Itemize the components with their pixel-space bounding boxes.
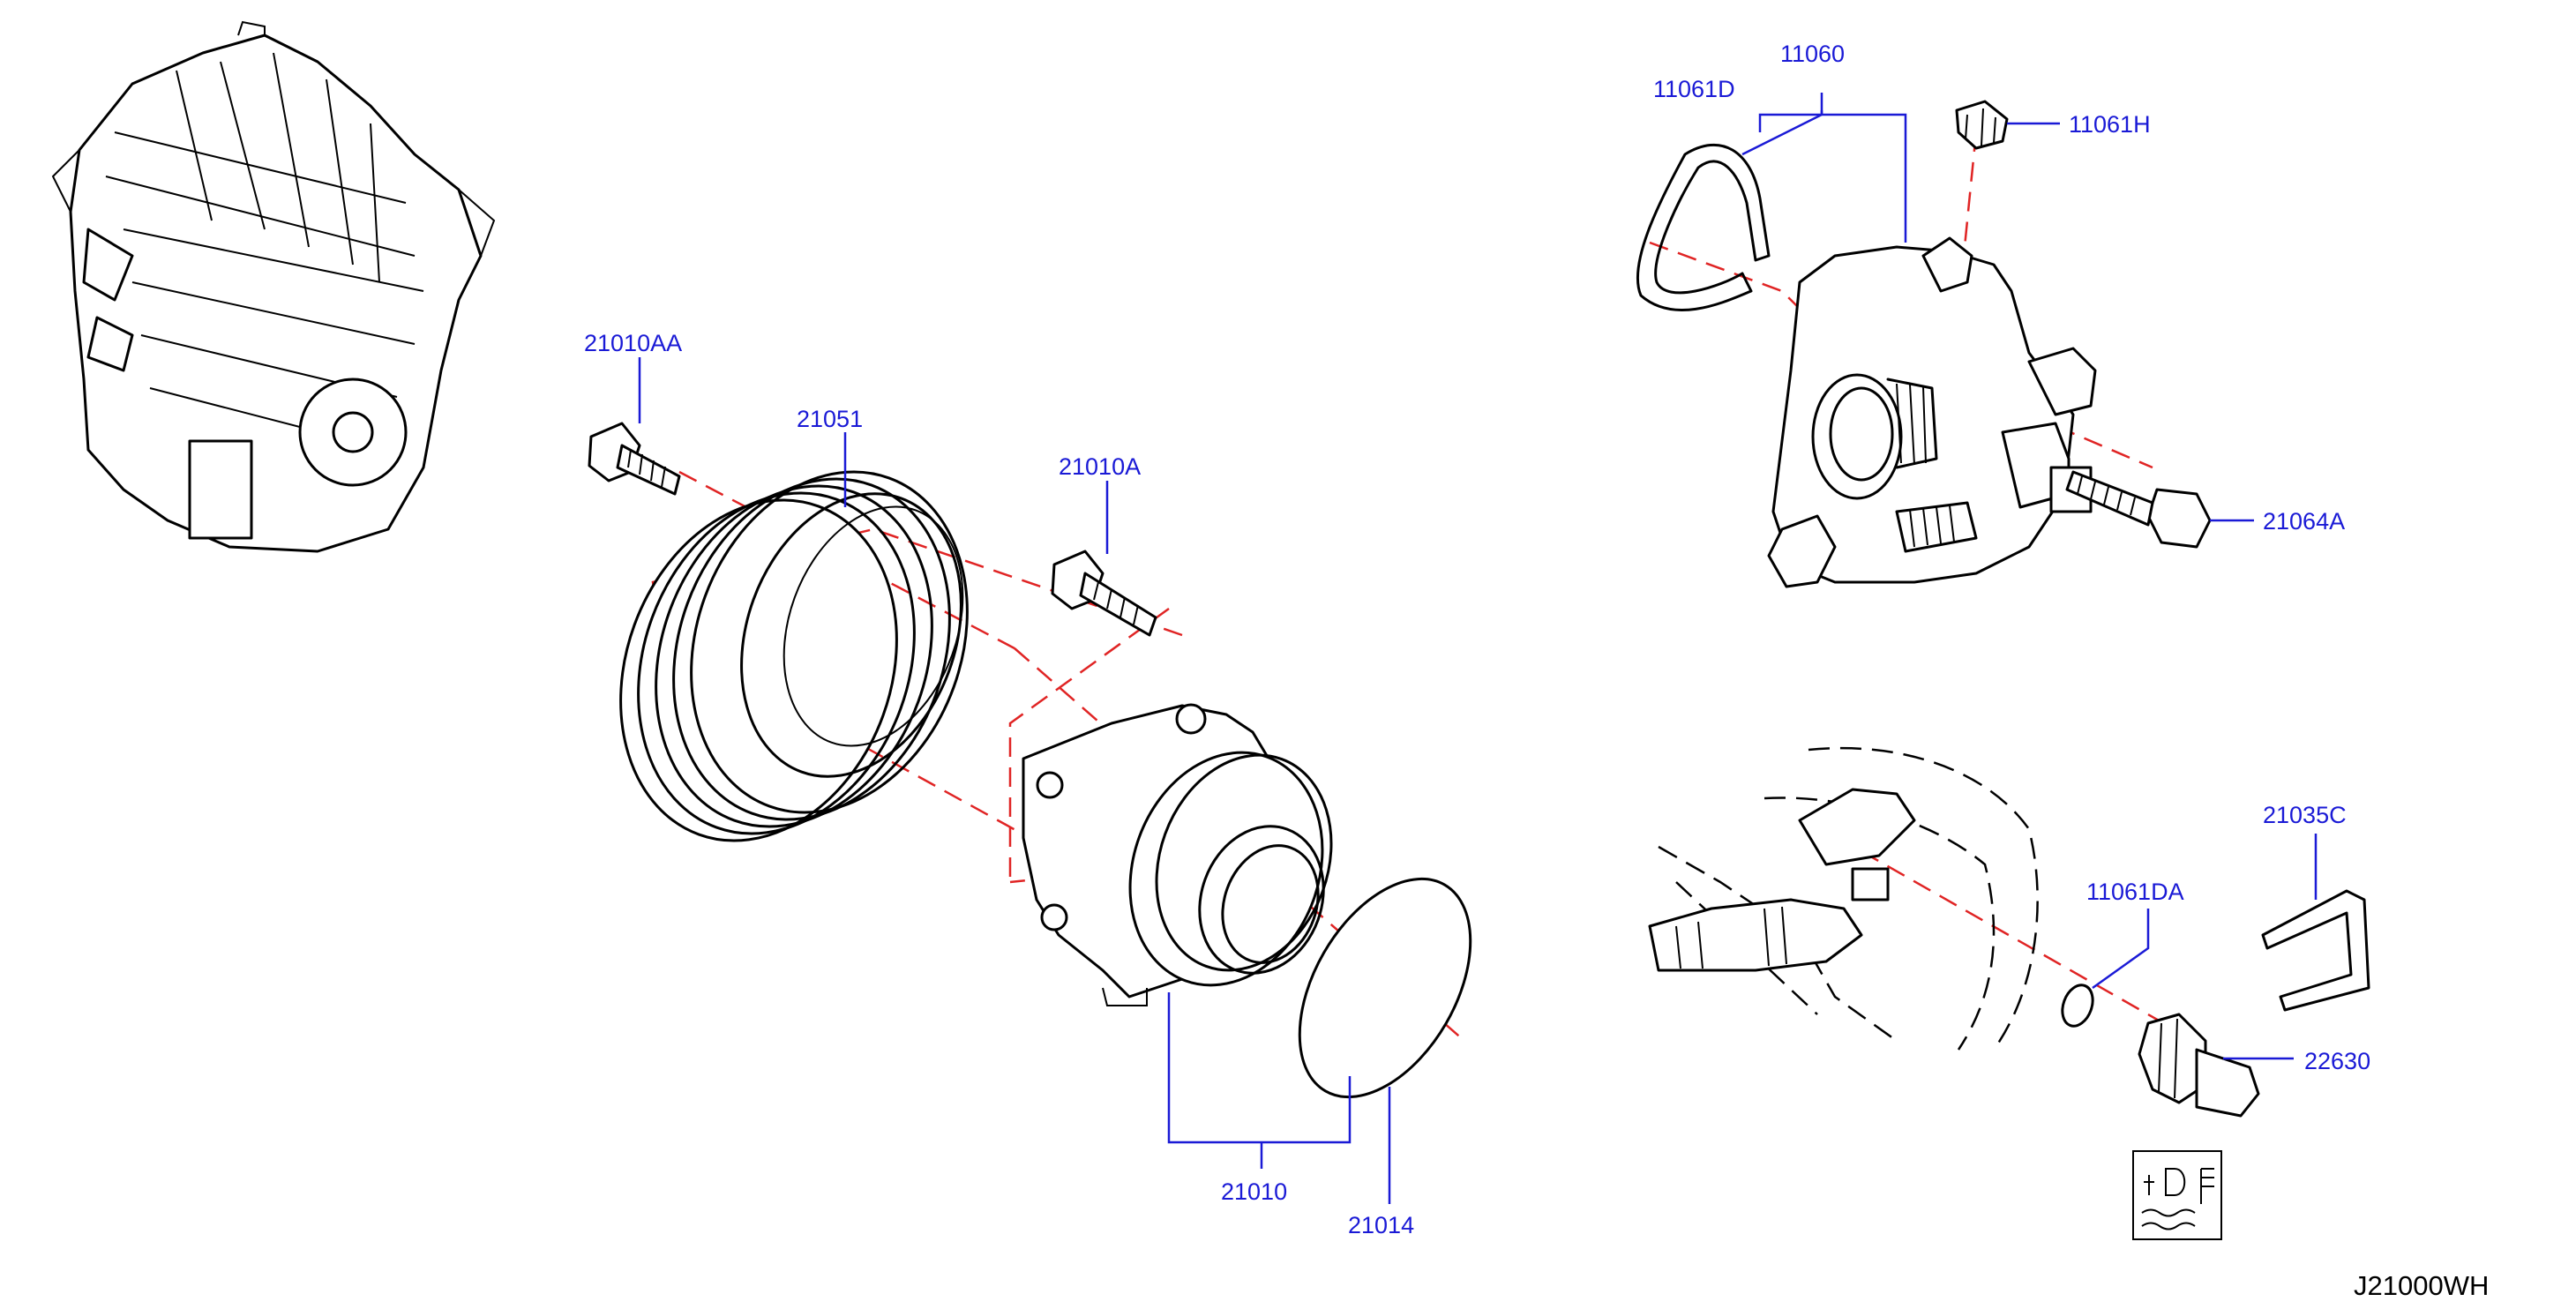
clip-21035C (2261, 889, 2370, 1012)
label-21010AA: 21010AA (584, 330, 682, 356)
label-21064A: 21064A (2263, 508, 2345, 535)
sensor-22630 (2138, 1013, 2260, 1118)
engine-ghost-view (1648, 746, 2039, 1051)
water-pump-21010 (1022, 703, 1333, 1006)
oring-11061DA (2061, 984, 2094, 1028)
label-21014: 21014 (1348, 1212, 1414, 1238)
gasket-21014 (1298, 877, 1472, 1099)
label-11061D: 11061D (1653, 76, 1735, 102)
label-21035C: 21035C (2263, 802, 2347, 828)
part-labels: 21010AA 21051 21010A 21010 21014 11060 1… (584, 41, 2370, 1238)
engine-assembly-icon (51, 20, 496, 553)
pulley-21051 (619, 470, 969, 842)
drawing-code: J21000WH (2354, 1270, 2489, 1301)
bolt-11061H (1955, 100, 2009, 150)
label-11061H: 11061H (2069, 111, 2151, 138)
gasket-11061D (1636, 144, 1771, 311)
label-22630: 22630 (2304, 1048, 2370, 1074)
label-21010: 21010 (1221, 1178, 1287, 1205)
coolant-symbol-icon (2132, 1150, 2222, 1240)
label-21051: 21051 (797, 406, 863, 432)
bolt-21010A (1051, 550, 1157, 637)
leader-lines (638, 93, 2318, 1204)
label-11060: 11060 (1780, 41, 1845, 67)
thermostat-housing-11060 (1767, 236, 2097, 588)
bolt-21064A (2065, 470, 2212, 549)
label-11061DA: 11061DA (2086, 879, 2184, 905)
bolt-21010AA (588, 422, 681, 496)
label-21010A: 21010A (1059, 453, 1141, 480)
